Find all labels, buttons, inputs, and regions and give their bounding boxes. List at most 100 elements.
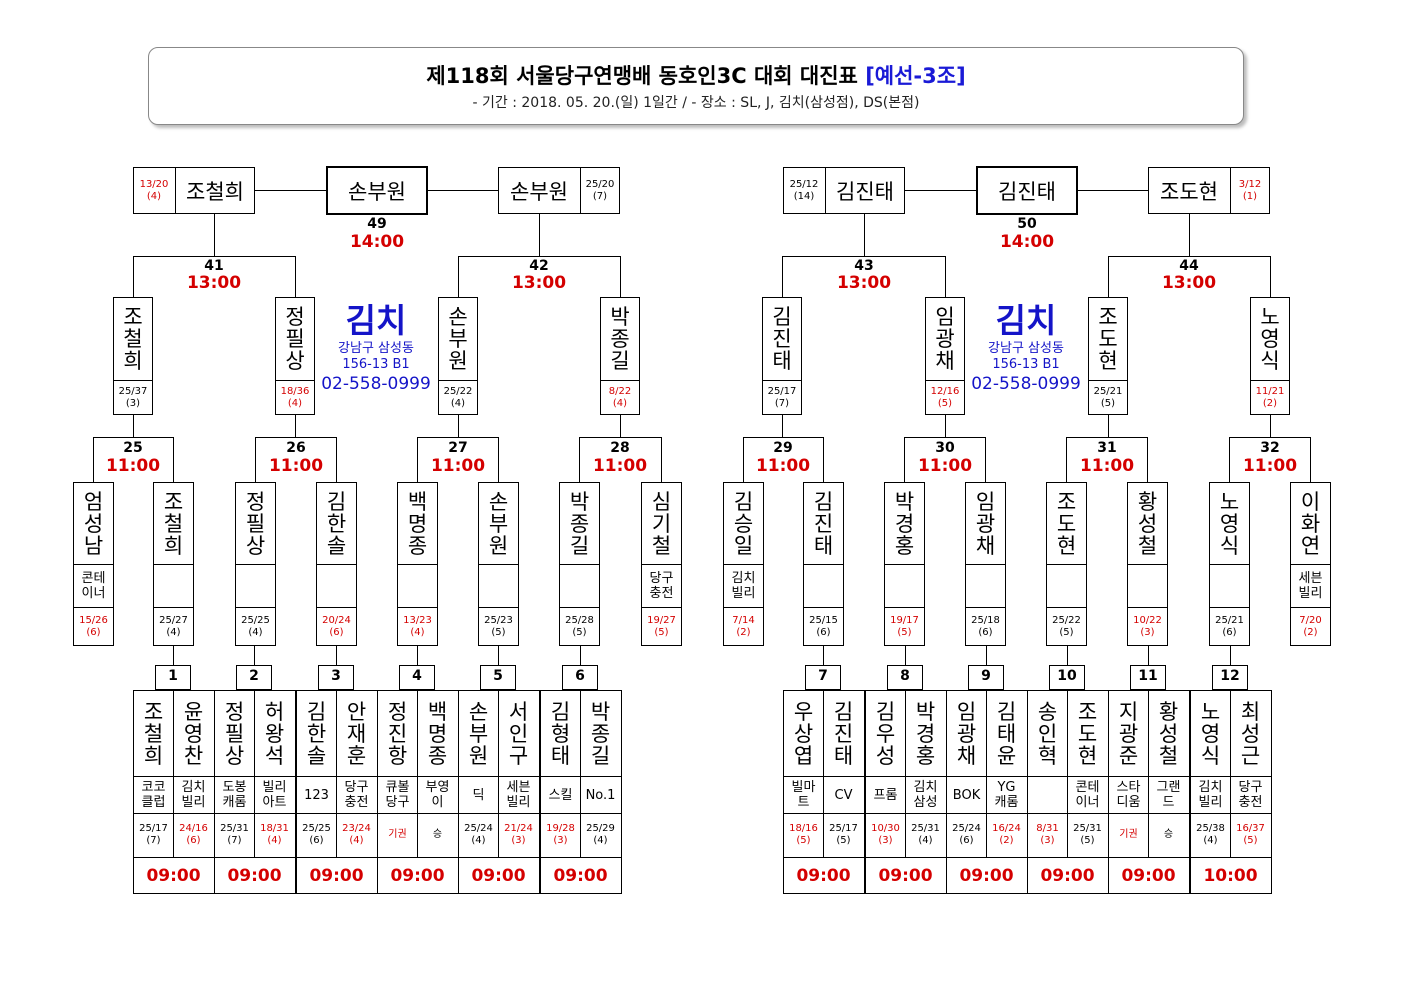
bracket-line: [540, 813, 622, 814]
player-score: 25/22(4): [438, 381, 478, 414]
innings-value: (5): [1080, 835, 1095, 846]
player-club: [153, 565, 194, 607]
innings-value: (5): [897, 626, 912, 638]
bracket-line: [1148, 690, 1149, 858]
name-char: 정: [224, 700, 245, 724]
club-line: 캐롬: [222, 795, 247, 810]
name-char: 종: [610, 327, 630, 351]
bracket-line: [417, 645, 418, 666]
venue-address-line1: 강남구 삼성동: [988, 341, 1064, 356]
match-number-box: [155, 665, 191, 690]
player-score: 12/16(5): [925, 381, 965, 414]
name-char: 원: [448, 349, 468, 373]
innings-value: (4): [410, 626, 425, 638]
innings-value: (7): [774, 397, 790, 409]
club-line: 빌리: [506, 795, 531, 810]
bracket-line: [417, 690, 418, 858]
club-line: 세븐: [1298, 571, 1323, 586]
name-char: 조: [1056, 490, 1077, 514]
club-line: 빌리: [262, 780, 287, 795]
bracket-line: [1190, 813, 1272, 814]
club-line: 세븐: [506, 780, 531, 795]
player-score: 승: [417, 814, 458, 856]
player-score: 25/17(7): [762, 381, 802, 414]
player-score: 25/15(6): [803, 608, 844, 645]
bracket-line: [254, 645, 255, 666]
player-score: 25/23(5): [478, 608, 519, 645]
score-value: 8/31: [1036, 823, 1059, 834]
match-time: 09:00: [878, 866, 933, 886]
name-char: 백: [407, 490, 428, 514]
club-line: 빌리: [181, 795, 206, 810]
bracket-line: [498, 437, 499, 483]
match-card: [946, 690, 1028, 894]
bracket-line: [295, 256, 296, 298]
score-value: 16/24: [992, 823, 1021, 834]
innings-value: (6): [86, 626, 101, 638]
player-score: 승: [1148, 814, 1189, 856]
bracket-line: [985, 437, 986, 483]
bracket-line: [235, 564, 276, 565]
innings-value: (1): [1242, 190, 1258, 202]
name-char: 길: [569, 534, 590, 558]
score-value: 25/37: [118, 385, 148, 397]
name-char: 영: [1219, 512, 1240, 536]
innings-value: (6): [186, 835, 201, 846]
bracket-line: [600, 380, 640, 381]
name-char: 임: [935, 305, 955, 329]
score-value: 25/21: [1215, 614, 1244, 626]
name-char: 윤: [996, 744, 1017, 768]
name-char: 일: [733, 534, 754, 558]
bracket-line: [946, 813, 1028, 814]
name-char: 도: [1056, 512, 1077, 536]
match-number: 43: [854, 258, 874, 274]
match-number: 8: [900, 668, 910, 684]
name-char: 희: [123, 349, 143, 373]
score-value: 11/21: [1255, 385, 1285, 397]
bracket-line: [1027, 857, 1109, 858]
score-value: 10/30: [871, 823, 900, 834]
name-char: 김: [326, 490, 347, 514]
header-box: 제118회 서울당구연맹배 동호인3C 대회 대진표 [예선-3조] - 기간 …: [148, 47, 1244, 125]
innings-value: (6): [959, 835, 974, 846]
match-number-box: [399, 665, 435, 690]
match-number: 29: [773, 440, 793, 456]
name-char: 윤: [183, 700, 204, 724]
club-line: 김치: [1198, 780, 1223, 795]
bracket-line: [783, 857, 865, 858]
bracket-line: [579, 437, 580, 483]
name-char: 희: [143, 744, 164, 768]
player-club: [965, 565, 1006, 607]
player-club: CV: [823, 777, 864, 813]
bracket-line: [620, 256, 621, 298]
bracket-line: [782, 415, 783, 438]
score-value: 25/22: [1052, 614, 1081, 626]
name-char: 박: [610, 305, 630, 329]
score-value: 25/29: [586, 823, 615, 834]
match-time: 11:00: [1079, 456, 1135, 476]
bracket-line: [864, 214, 865, 257]
name-char: 상: [285, 349, 305, 373]
club-line: 스타: [1116, 780, 1141, 795]
player-club: [397, 565, 438, 607]
bracket-line: [803, 564, 844, 565]
bracket-line: [946, 857, 1028, 858]
innings-value: (4): [267, 835, 282, 846]
innings-value: (5): [836, 835, 851, 846]
player-score: 25/25(4): [235, 608, 276, 645]
match-time: 09:00: [959, 866, 1014, 886]
bracket-line: [295, 415, 296, 438]
bracket-line: [336, 690, 337, 858]
innings-value: (6): [309, 835, 324, 846]
bracket-line: [478, 564, 519, 565]
name-char: 영: [183, 722, 204, 746]
innings-value: (3): [125, 397, 141, 409]
name-char: 김: [772, 305, 792, 329]
